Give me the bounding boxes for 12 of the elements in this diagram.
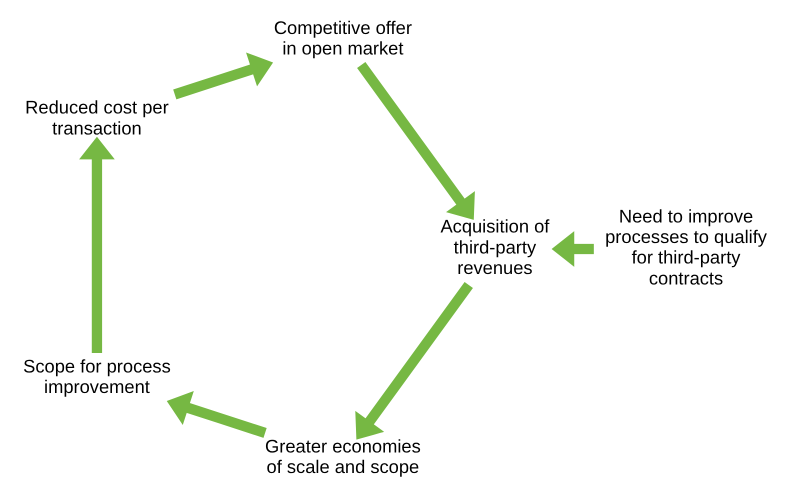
arrow xyxy=(173,52,274,99)
arrow xyxy=(166,390,267,438)
arrow xyxy=(357,61,475,220)
node-text: Acquisition of third-party revenues xyxy=(440,215,550,278)
node-text: Competitive offer in open market xyxy=(274,16,412,58)
node-text: Reduced cost per transaction xyxy=(25,96,169,138)
arrow xyxy=(552,230,594,266)
node-text: Scope for process improvement xyxy=(23,354,171,396)
arrow xyxy=(355,281,473,440)
node-text: Greater economies of scale and scope xyxy=(265,434,421,476)
arrow xyxy=(79,136,115,353)
node-text: Need to improve processes to qualify for third-party contracts xyxy=(605,204,767,288)
